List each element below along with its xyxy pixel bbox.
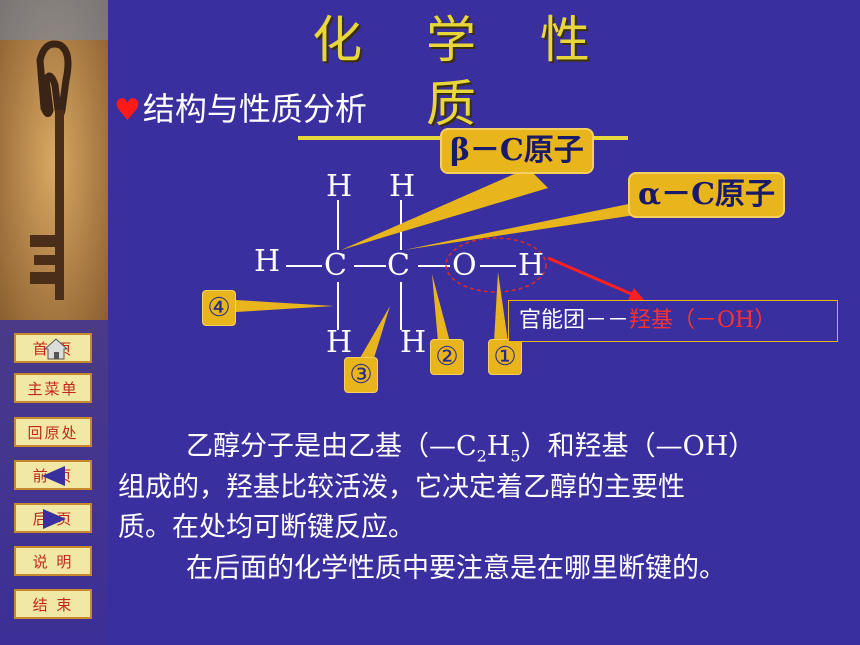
arrow-right-icon <box>43 509 66 529</box>
main-menu-button[interactable]: 主菜单 <box>14 373 92 403</box>
heart-bullet-icon: ♥ <box>114 93 141 128</box>
end-label: 结 束 <box>32 595 74 614</box>
end-button[interactable]: 结 束 <box>14 589 92 619</box>
home-icon <box>44 338 68 360</box>
functional-group-prefix: 官能团－－ <box>519 308 630 333</box>
atom-h-right: H <box>518 248 545 283</box>
help-button[interactable]: 说 明 <box>14 546 92 576</box>
paragraph-line-4: 在后面的化学性质中要注意是在哪里断键的。 <box>186 553 726 584</box>
bond-marker-1: ① <box>488 339 522 375</box>
bond-marker-3: ③ <box>344 357 378 393</box>
atom-h-bottom-1: H <box>326 325 353 360</box>
atom-h-top-1: H <box>326 169 353 204</box>
bond-marker-4: ④ <box>202 290 236 326</box>
atom-oxygen: O <box>452 248 477 283</box>
beta-carbon-callout: β－C原子 <box>440 128 594 174</box>
paragraph-line-1: 乙醇分子是由乙基（—C2H5）和羟基（—OH） <box>118 428 858 474</box>
paragraph-line-3: 质。在处均可断键反应。 <box>118 512 415 543</box>
functional-group-label: 官能团－－羟基（－OH） <box>508 300 838 342</box>
section-heading: ♥结构与性质分析 <box>114 84 367 130</box>
section-heading-text: 结构与性质分析 <box>142 90 367 128</box>
paragraph-line-2: 组成的，羟基比较活泼，它决定着乙醇的主要性 <box>118 472 685 503</box>
functional-group-name: 羟基（－OH） <box>629 308 777 333</box>
alpha-carbon-callout: α－C原子 <box>628 172 785 218</box>
atom-h-left: H <box>254 244 281 279</box>
paragraph-line-1-c: ）和羟基（—OH） <box>520 431 756 462</box>
main-menu-label: 主菜单 <box>27 379 79 398</box>
ethanol-structure-diagram <box>236 168 668 358</box>
bond-marker-2: ② <box>430 339 464 375</box>
return-label: 回原处 <box>27 423 79 442</box>
help-label: 说 明 <box>32 552 74 571</box>
atom-h-top-2: H <box>389 169 416 204</box>
slide-content: 化 学 性 质 ♥结构与性质分析 H H H C C O H H H β <box>108 0 860 645</box>
return-button[interactable]: 回原处 <box>14 417 92 447</box>
paragraph-line-1-a: 乙醇分子是由乙基（—C <box>186 431 477 462</box>
arrow-left-icon <box>42 466 65 486</box>
paragraph-line-1-sub-1: 2 <box>476 446 487 466</box>
atom-c-alpha: C <box>387 248 410 283</box>
key-image <box>0 0 108 325</box>
paragraph-line-1-sub-2: 5 <box>510 446 521 466</box>
next-page-button[interactable]: 后 页 <box>14 503 92 533</box>
home-button[interactable]: 首 页 <box>14 333 92 363</box>
prev-page-button[interactable]: 前 页 <box>14 460 92 490</box>
atom-h-bottom-2: H <box>400 325 427 360</box>
atom-c-beta: C <box>324 248 347 283</box>
sidebar: 首 页 主菜单 回原处 前 页 后 页 说 明 结 束 <box>0 0 108 645</box>
paragraph-line-1-b: H <box>486 431 511 462</box>
